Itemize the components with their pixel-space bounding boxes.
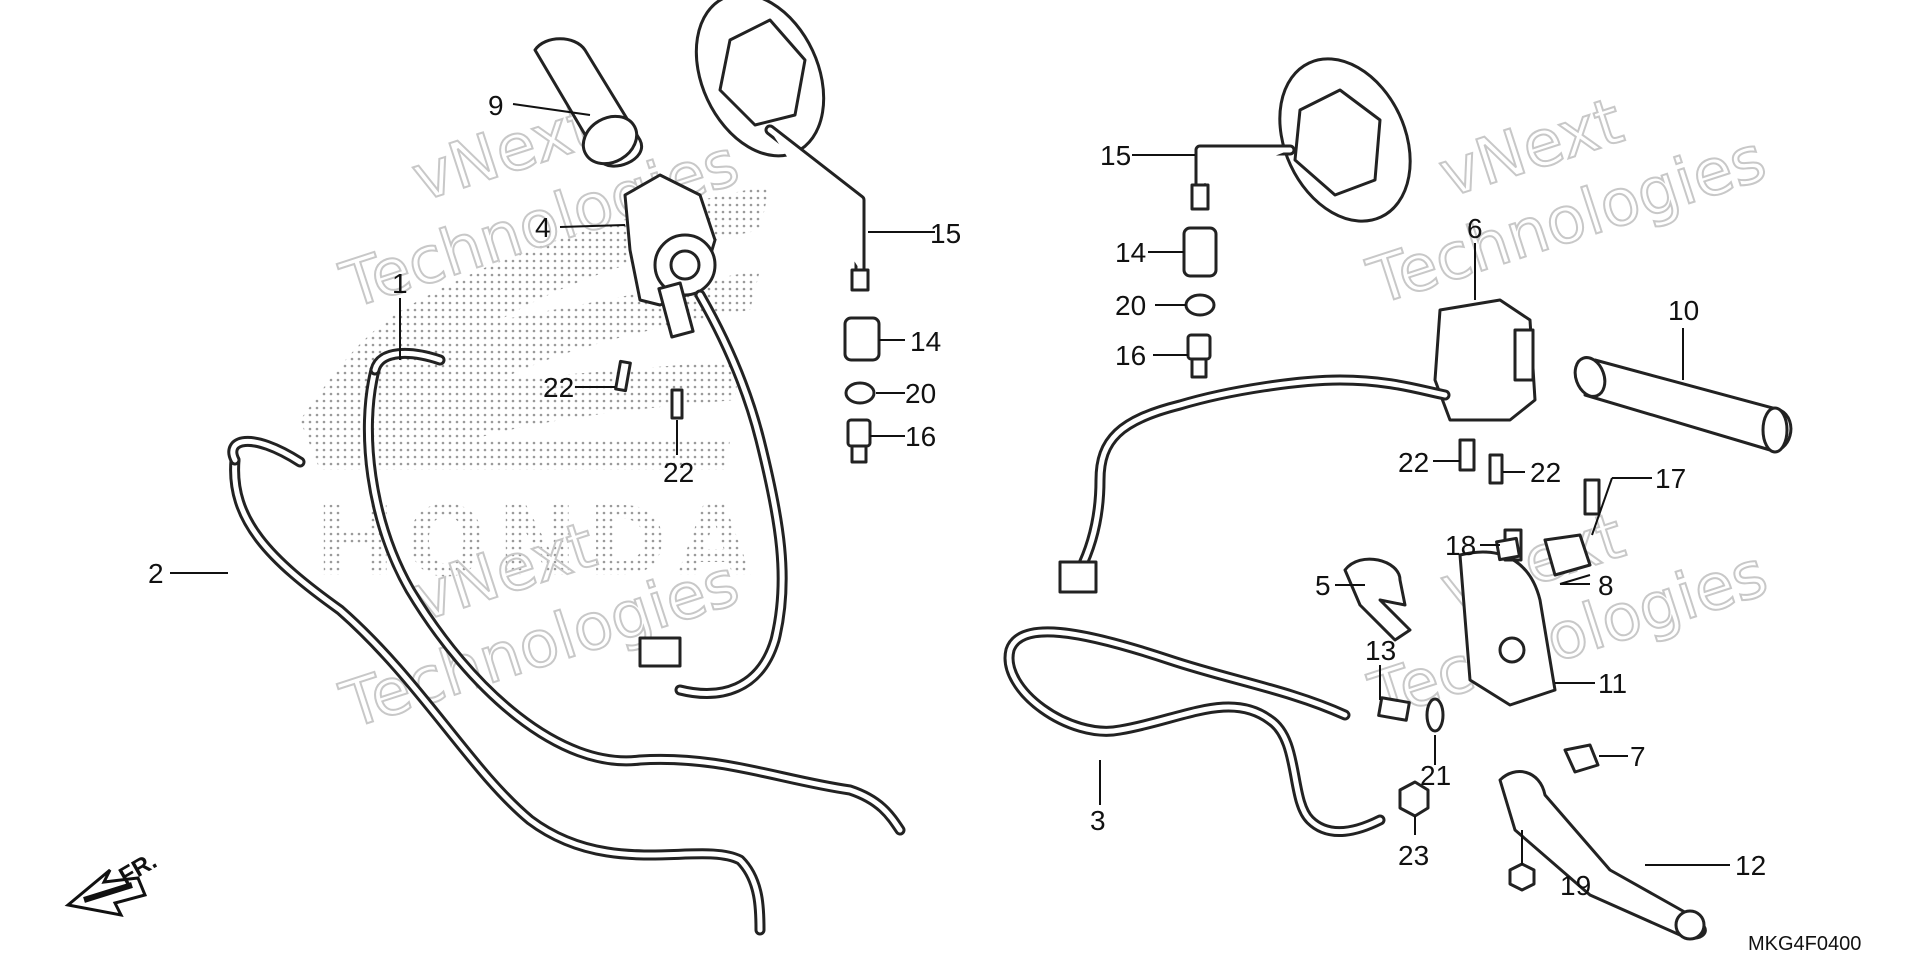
callout-17: 17 [1655,463,1686,494]
callout-20: 20 [905,378,936,409]
callout-6: 6 [1467,213,1483,244]
callout-14: 14 [910,326,941,357]
left-mirror [694,0,870,292]
callout-5: 5 [1315,570,1331,601]
callout-19: 19 [1560,870,1591,901]
clutch-cable [1003,626,1386,838]
callout-4: 4 [535,212,551,243]
callout-16: 16 [1115,340,1146,371]
callout-labels-right: 15 14 20 16 6 10 22 22 17 18 8 5 13 11 2… [1090,140,1766,901]
right-grip [1573,356,1793,454]
callout-11: 11 [1598,668,1627,699]
callout-13: 13 [1365,635,1396,666]
callout-9: 9 [488,90,504,121]
callout-2: 2 [148,558,164,589]
holder-clamp [1543,533,1592,577]
callout-18: 18 [1445,530,1476,561]
callout-22: 22 [663,457,694,488]
callout-15: 15 [1100,140,1131,171]
callout-21: 21 [1420,760,1451,791]
lever-bracket [1458,550,1557,707]
throttle-housing [623,173,717,307]
callout-14: 14 [1115,237,1146,268]
clutch-lever-assembly [1343,438,1707,941]
right-hardware [1182,226,1218,379]
front-direction-marker: FR. [64,847,161,918]
callout-22: 22 [543,372,574,403]
left-connector [638,636,682,668]
left-hardware [614,316,881,464]
callout-10: 10 [1668,295,1699,326]
callout-12: 12 [1735,850,1766,881]
callout-22: 22 [1530,457,1561,488]
callout-3: 3 [1090,805,1106,836]
clutch-lever [1498,770,1707,940]
right-switch-harness [1074,374,1451,576]
leader-lines [170,103,1730,866]
callout-23: 23 [1398,840,1429,871]
callout-20: 20 [1115,290,1146,321]
drawing-code: MKG4F0400 [1748,933,1861,955]
right-mirror [1190,57,1412,223]
callout-labels-left: 9 4 1 15 14 20 16 22 22 2 [148,90,961,589]
callout-1: 1 [392,268,408,299]
callout-8: 8 [1598,570,1614,601]
right-switch-housing [1433,298,1537,422]
callout-22: 22 [1398,447,1429,478]
throttle-grip [533,37,644,168]
dust-cover [1343,557,1412,642]
callout-16: 16 [905,421,936,452]
callout-7: 7 [1630,741,1646,772]
right-connector [1058,560,1098,594]
callout-15: 15 [930,218,961,249]
